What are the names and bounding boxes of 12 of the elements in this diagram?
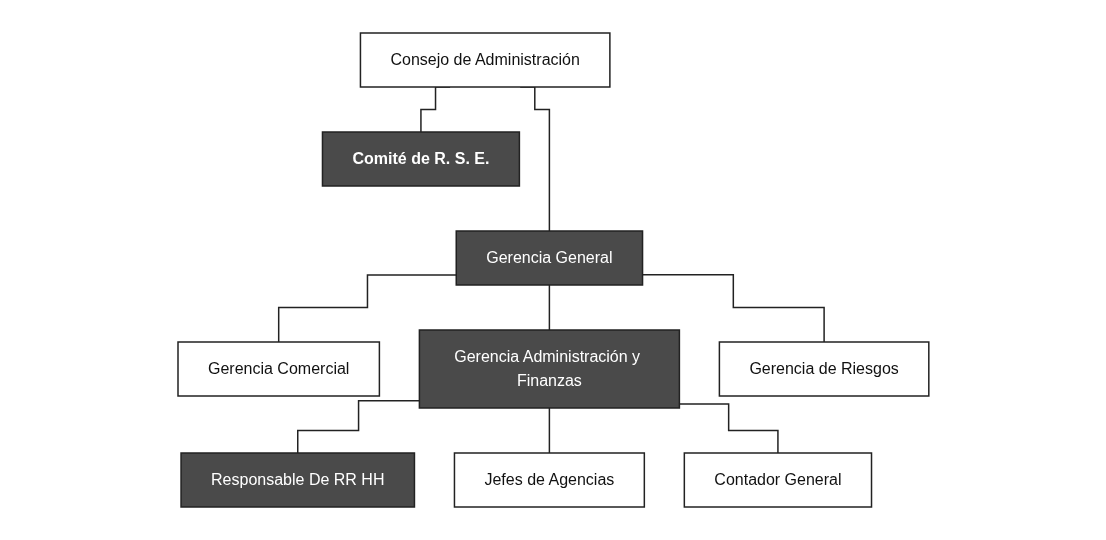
node-box: Consejo de Administración: [359, 32, 611, 88]
connector: [548, 284, 550, 331]
connector: [678, 403, 779, 454]
node-box: Jefes de Agencias: [453, 452, 645, 508]
node-box: Contador General: [683, 452, 872, 508]
node-box: Gerencia Administración y Finanzas: [418, 329, 680, 409]
node-box: Gerencia de Riesgos: [718, 341, 930, 397]
node-box: Comité de R. S. E.: [321, 131, 520, 187]
node-box: Responsable De RR HH: [179, 452, 415, 508]
node-box: Gerencia General: [455, 230, 643, 286]
node-box: Gerencia Comercial: [176, 341, 380, 397]
connector: [548, 407, 550, 454]
